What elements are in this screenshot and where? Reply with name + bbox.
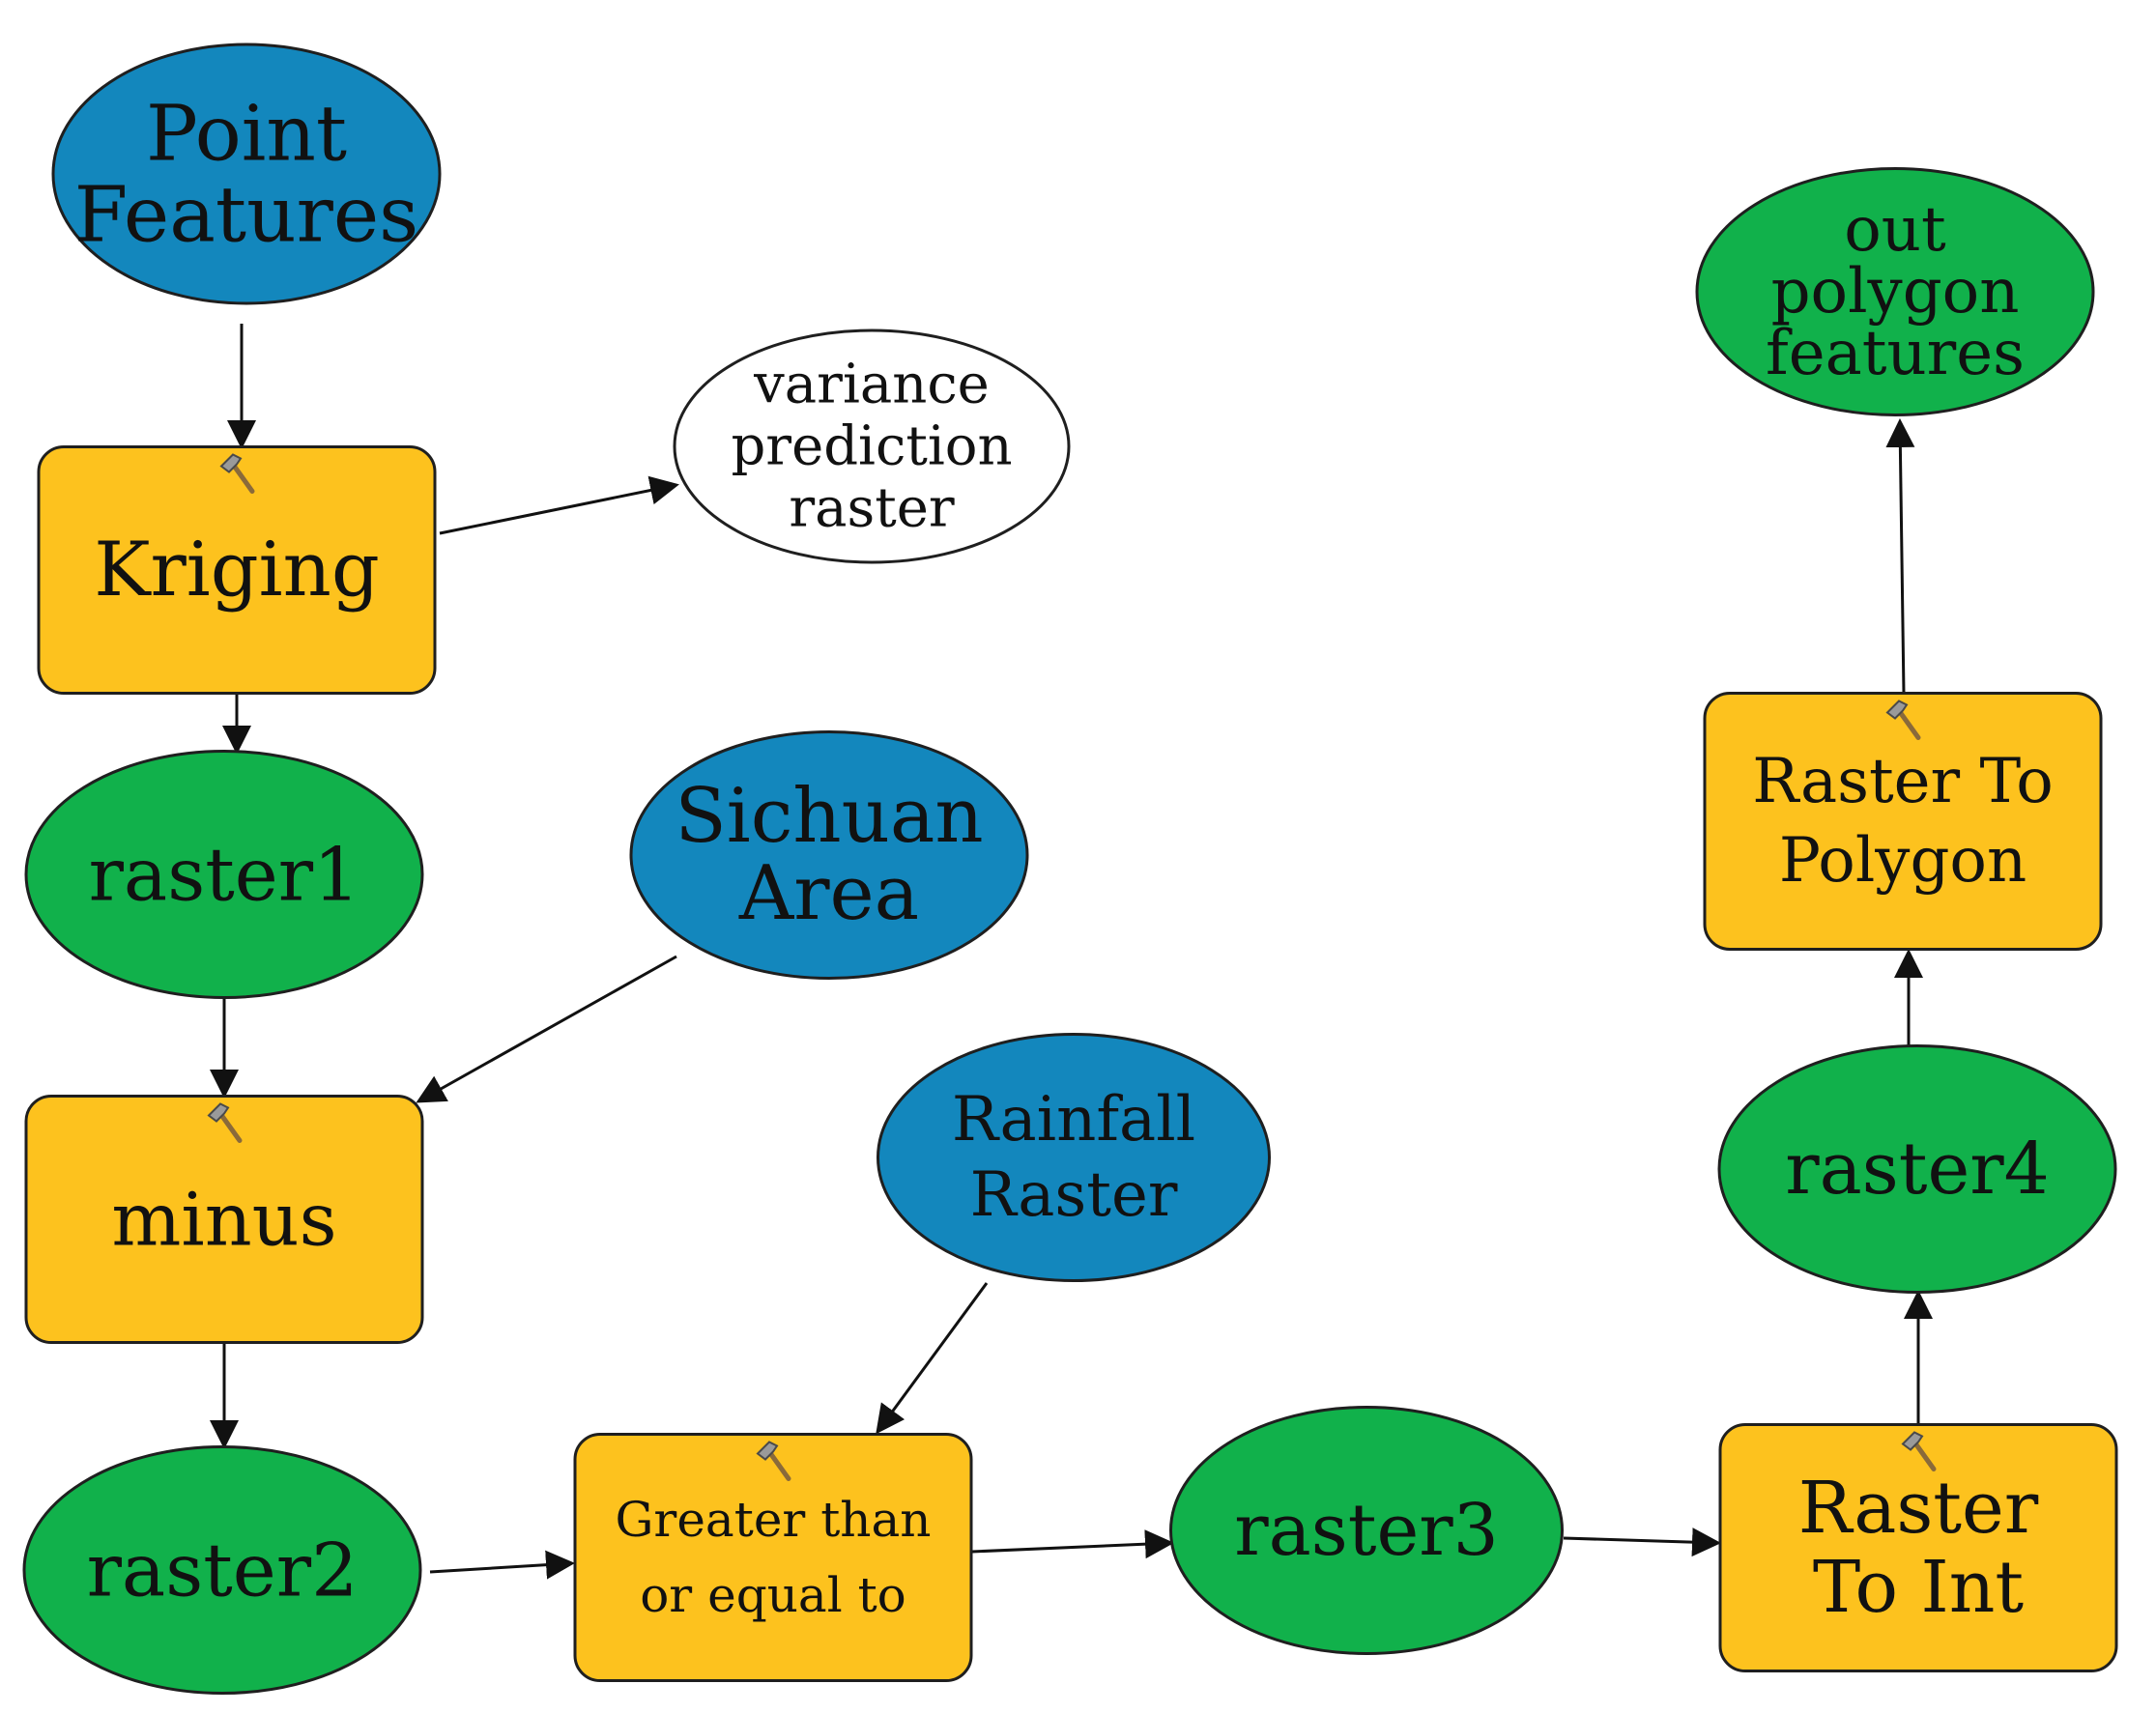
node-label-raster3-line-1: raster3 [1234, 1489, 1498, 1572]
node-shape-rainfall-raster [877, 1033, 1271, 1282]
node-label-raster-to-int-line-2: To Int [1813, 1546, 2025, 1629]
node-shape-raster4 [1717, 1044, 2117, 1294]
node-shape-raster-to-int [1718, 1423, 2118, 1672]
node-shape-out-polygon-features [1695, 167, 2095, 416]
node-shape-raster3 [1169, 1406, 1564, 1655]
node-raster3[interactable]: raster3 [1169, 1406, 1564, 1655]
node-shape-point-features [51, 43, 442, 305]
node-label-raster-to-polygon-line-2: Polygon [1779, 825, 2027, 897]
edge-greater-than-or-equal-to-to-raster3 [971, 1529, 1174, 1559]
node-label-greater-than-or-equal-to-line-1: Greater than [615, 1492, 931, 1548]
edge-raster2-to-greater-than-or-equal-to [429, 1550, 575, 1580]
edge-raster3-to-raster-to-int [1563, 1527, 1721, 1557]
edge-raster-to-polygon-to-out-polygon-features [1885, 418, 1915, 695]
hammer-icon [1885, 699, 1921, 740]
nodes-layer: PointFeaturesKrigingvariancepredictionra… [22, 43, 2118, 1695]
node-shape-variance-prediction-raster [673, 328, 1071, 564]
hammer-icon [1901, 1431, 1937, 1471]
node-shape-minus [24, 1095, 424, 1344]
node-label-sichuan-area-line-2: Area [738, 850, 919, 937]
node-raster2[interactable]: raster2 [22, 1445, 422, 1695]
node-raster-to-polygon[interactable]: Raster To Polygon [1703, 692, 2103, 951]
hammer-icon [207, 1102, 243, 1143]
node-label-point-features-line-2: Features [74, 170, 418, 260]
node-greater-than-or-equal-to[interactable]: Greater than or equal to [573, 1433, 973, 1682]
node-raster4[interactable]: raster4 [1717, 1044, 2117, 1294]
node-shape-raster2 [22, 1445, 422, 1695]
node-minus[interactable]: minus [24, 1095, 424, 1344]
node-label-out-polygon-features-line-2: polygon [1771, 256, 2020, 328]
node-raster1[interactable]: raster1 [24, 750, 424, 999]
node-label-minus-line-1: minus [111, 1177, 336, 1263]
node-label-out-polygon-features-line-3: features [1766, 318, 2025, 389]
node-label-point-features-line-1: Point [146, 89, 347, 179]
node-label-sichuan-area-line-1: Sichuan [675, 773, 983, 860]
node-label-raster2-line-1: raster2 [87, 1527, 359, 1613]
node-kriging[interactable]: Kriging [37, 445, 437, 695]
edge-rainfall-raster-to-greater-than-or-equal-to [876, 1282, 989, 1435]
node-label-variance-prediction-raster-line-1: variance [753, 354, 990, 416]
node-label-variance-prediction-raster-line-3: raster [789, 477, 955, 540]
node-shape-kriging [37, 445, 437, 695]
node-shape-greater-than-or-equal-to [573, 1433, 973, 1682]
node-label-rainfall-raster-line-2: Raster [970, 1159, 1178, 1231]
node-label-raster4-line-1: raster4 [1785, 1128, 2049, 1211]
node-label-raster-to-int-line-1: Raster [1798, 1467, 2039, 1550]
node-label-out-polygon-features-line-1: out [1844, 194, 1946, 266]
node-shape-raster-to-polygon [1703, 692, 2103, 951]
node-label-greater-than-or-equal-to-line-2: or equal to [640, 1567, 906, 1623]
node-label-rainfall-raster-line-1: Rainfall [952, 1084, 1195, 1156]
edge-sichuan-area-to-minus [416, 955, 677, 1103]
node-label-raster1-line-1: raster1 [89, 832, 360, 918]
edge-kriging-to-variance-prediction-raster [439, 475, 679, 535]
node-label-kriging-line-1: Kriging [94, 527, 380, 614]
node-label-variance-prediction-raster-line-2: prediction [731, 415, 1012, 478]
node-shape-raster1 [24, 750, 424, 999]
hammer-icon [756, 1441, 791, 1481]
node-label-raster-to-polygon-line-1: Raster To [1752, 746, 2053, 817]
node-shape-sichuan-area [629, 730, 1029, 980]
hammer-icon [219, 453, 255, 494]
edges-layer [210, 324, 1933, 1580]
